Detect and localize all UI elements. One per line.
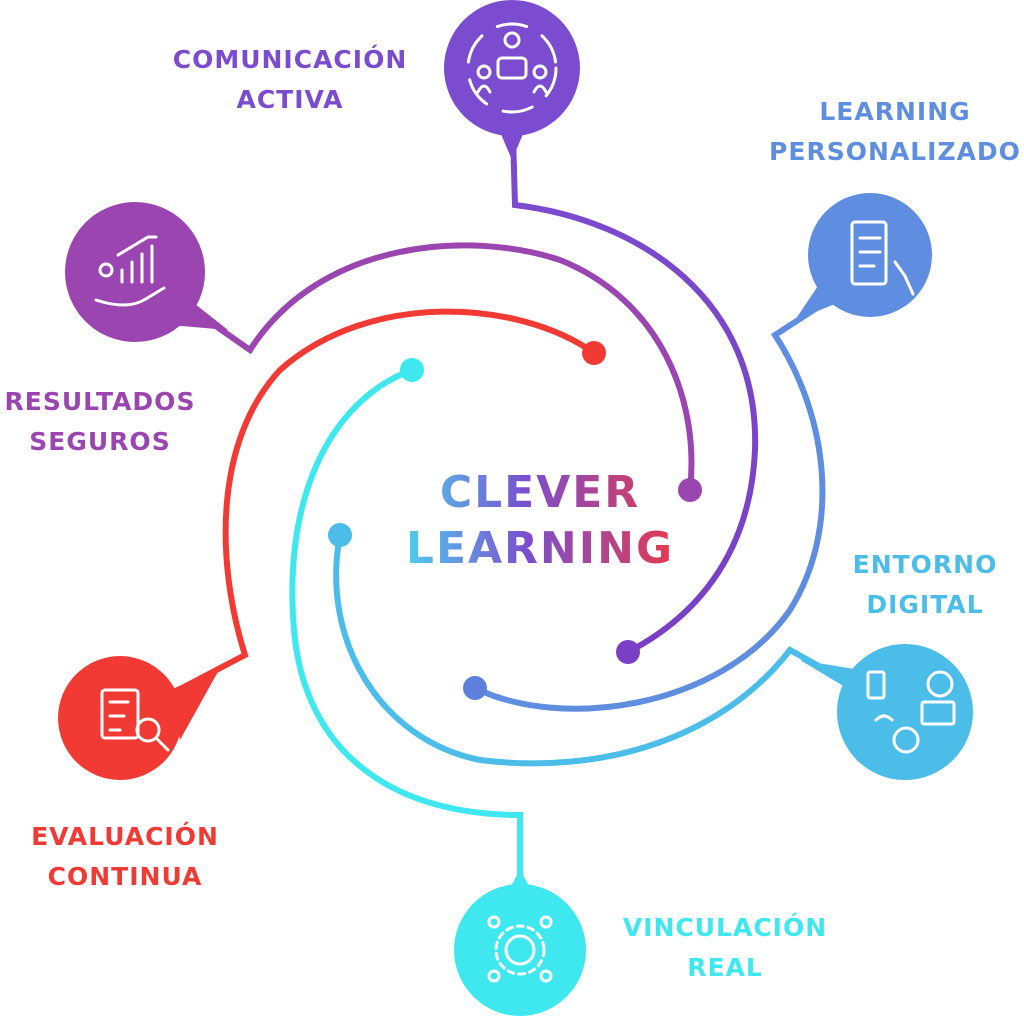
label-line: PERSONALIZADO [769,137,1021,166]
label-line: REAL [687,953,763,982]
node-vinculacion[interactable] [454,870,586,1016]
label-line: ENTORNO [852,550,998,579]
checklist-magnifier-icon [100,688,170,752]
node-entorno[interactable] [800,644,973,780]
path-learning [472,277,863,712]
hand-growth-chart-icon [94,235,166,307]
checklist-touch-icon [850,220,915,296]
path-entorno [333,532,883,767]
label-line: EVALUACIÓN [31,822,219,851]
label-evaluacion: EVALUACIÓN CONTINUA [20,817,230,897]
path-evaluacion [137,308,597,713]
label-line: CONTINUA [47,862,203,891]
label-line: SEGUROS [29,427,171,456]
node-evaluacion[interactable] [58,656,220,780]
end-dot [616,640,640,664]
label-vinculacion: VINCULACIÓN REAL [610,908,840,988]
gear-people-icon [487,915,553,983]
center-line2: LEARNING [405,523,675,574]
digital-devices-icon [866,670,956,754]
end-dot [463,676,487,700]
end-dot [582,341,606,365]
end-dot [328,523,352,547]
label-line: ACTIVA [236,85,344,114]
path-resultados [147,242,695,493]
label-line: RESULTADOS [4,387,196,416]
label-comunicacion: COMUNICACIÓN ACTIVA [160,40,420,120]
label-learning: LEARNING PERSONALIZADO [760,92,1024,172]
path-vinculacion [289,367,523,923]
label-line: VINCULACIÓN [622,913,828,942]
node-comunicacion[interactable] [444,0,580,160]
end-dot [400,358,424,382]
people-chat-icon [466,22,558,114]
node-learning[interactable] [795,193,932,320]
label-line: COMUNICACIÓN [172,45,408,74]
path-comunicacion [509,97,759,655]
center-line1: CLEVER [439,467,641,518]
label-resultados: RESULTADOS SEGUROS [0,382,200,462]
label-line: LEARNING [819,97,971,126]
end-dot [678,478,702,502]
label-entorno: ENTORNO DIGITAL [830,545,1020,625]
node-resultados[interactable] [65,202,228,342]
label-line: DIGITAL [866,590,984,619]
